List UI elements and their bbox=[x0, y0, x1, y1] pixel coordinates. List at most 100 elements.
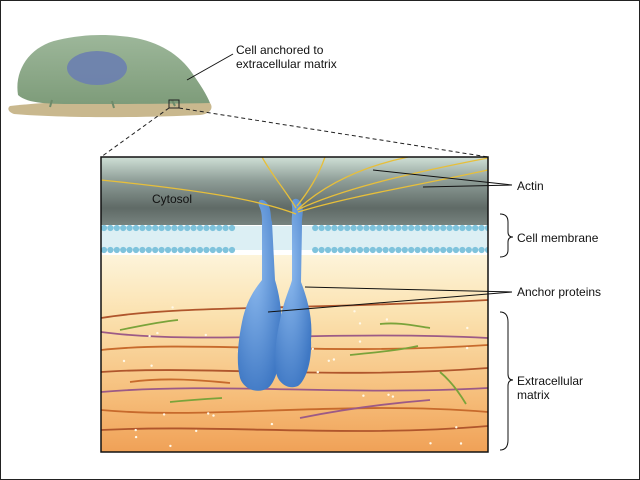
phospholipid-head bbox=[177, 246, 184, 254]
cell-anchored-label: Cell anchored to extracellular matrix bbox=[236, 43, 337, 71]
phospholipid-head bbox=[132, 224, 140, 232]
ecm-dot bbox=[311, 347, 314, 351]
phospholipid-head bbox=[414, 224, 421, 232]
phospholipid-head bbox=[228, 224, 236, 232]
phospholipid-head bbox=[171, 246, 178, 254]
phospholipid-head bbox=[376, 224, 383, 232]
ecm-dot bbox=[134, 435, 138, 439]
phospholipid-head bbox=[113, 224, 120, 232]
label-pointers bbox=[267, 169, 514, 451]
ecm-dot bbox=[169, 444, 172, 448]
phospholipid-head bbox=[440, 224, 447, 232]
anchor-protein-left bbox=[237, 199, 282, 391]
ecm-dot bbox=[332, 358, 336, 361]
phospholipid-head bbox=[459, 224, 466, 232]
ecm-dot bbox=[207, 412, 210, 415]
ecm-dot bbox=[195, 429, 198, 433]
phospholipid-head bbox=[452, 224, 460, 232]
ecm-dot bbox=[134, 428, 137, 432]
ecm-fiber bbox=[119, 319, 179, 331]
phospholipid-head bbox=[420, 224, 428, 232]
anchor-pointer-2 bbox=[267, 291, 513, 313]
phospholipid-head bbox=[478, 224, 485, 232]
phospholipid-head bbox=[414, 246, 421, 254]
ecm-dot bbox=[204, 333, 207, 337]
actin-label: Actin bbox=[517, 179, 544, 193]
phospholipid-head bbox=[440, 246, 447, 254]
ecm-dot bbox=[459, 442, 463, 445]
ecm-dot bbox=[156, 331, 159, 335]
phospholipid-head bbox=[184, 224, 191, 232]
phospholipid-head bbox=[344, 224, 351, 232]
ecm-fiber bbox=[169, 397, 223, 403]
actin-pointer-1 bbox=[372, 169, 513, 186]
phospholipid-head bbox=[382, 224, 389, 232]
ecm-fiber bbox=[101, 387, 488, 393]
phospholipid-head bbox=[472, 224, 479, 232]
phospholipid-head bbox=[376, 246, 383, 254]
nucleus bbox=[67, 51, 127, 85]
ecm-dot bbox=[148, 334, 151, 338]
phospholipid-head bbox=[120, 224, 127, 232]
phospholipid-head bbox=[184, 246, 191, 254]
phospholipid-head bbox=[196, 224, 204, 232]
phospholipid-head bbox=[472, 246, 479, 254]
phospholipid-head bbox=[139, 246, 146, 254]
ecm-fiber bbox=[101, 407, 488, 414]
anchor-proteins-label: Anchor proteins bbox=[517, 285, 602, 299]
phospholipid-head bbox=[158, 224, 165, 232]
phospholipid-head bbox=[478, 246, 485, 254]
phospholipid-head bbox=[427, 246, 434, 254]
phospholipid-head bbox=[427, 224, 434, 232]
phospholipid-head bbox=[145, 246, 152, 254]
phospholipid-head bbox=[324, 246, 332, 254]
cell-membrane-label: Cell membrane bbox=[517, 231, 599, 245]
phospholipid-head bbox=[363, 246, 370, 254]
ecm-dot bbox=[270, 422, 274, 426]
substrate bbox=[8, 100, 212, 118]
ecm-dot bbox=[316, 370, 319, 374]
phospholipid-head bbox=[222, 246, 229, 254]
ecm-dot bbox=[162, 413, 166, 416]
anchor-pointer-1 bbox=[304, 286, 513, 293]
inset-detail bbox=[101, 157, 488, 452]
zoom-lines bbox=[100, 107, 489, 158]
phospholipid-head bbox=[395, 246, 402, 254]
phospholipid-head bbox=[452, 246, 460, 254]
ecm-dot bbox=[122, 359, 126, 363]
ecm-dot bbox=[391, 395, 395, 398]
zoom-region-box bbox=[168, 99, 180, 109]
phospholipid-head bbox=[337, 224, 344, 232]
ecm-fiber bbox=[129, 378, 231, 384]
phospholipid-head bbox=[401, 224, 408, 232]
phospholipid-head bbox=[388, 224, 396, 232]
phospholipid-head bbox=[101, 246, 108, 254]
ecm-fiber bbox=[379, 322, 431, 329]
ecm-dot bbox=[429, 442, 432, 445]
ecm-dot bbox=[358, 322, 362, 325]
phospholipid-head bbox=[433, 224, 440, 232]
membrane-brace bbox=[499, 213, 514, 258]
phospholipid-head bbox=[337, 246, 344, 254]
phospholipid-head bbox=[312, 246, 319, 254]
phospholipid-head bbox=[171, 224, 178, 232]
phospholipid-head bbox=[164, 246, 172, 254]
membrane-heads bbox=[101, 224, 488, 254]
cell-pointer-line bbox=[186, 53, 234, 81]
phospholipid-head bbox=[369, 246, 376, 254]
phospholipid-head bbox=[209, 246, 216, 254]
phospholipid-head bbox=[420, 246, 428, 254]
phospholipid-head bbox=[350, 246, 357, 254]
actin-pointer-2 bbox=[422, 184, 513, 188]
phospholipid-head bbox=[222, 224, 229, 232]
actin-filaments bbox=[101, 157, 488, 215]
phospholipid-head bbox=[190, 224, 197, 232]
cell-feet bbox=[49, 99, 176, 109]
phospholipid-head bbox=[126, 224, 133, 232]
phospholipid-head bbox=[164, 224, 172, 232]
phospholipid-head bbox=[350, 224, 357, 232]
phospholipid-head bbox=[465, 224, 472, 232]
phospholipid-head bbox=[139, 224, 146, 232]
phospholipid-head bbox=[382, 246, 389, 254]
